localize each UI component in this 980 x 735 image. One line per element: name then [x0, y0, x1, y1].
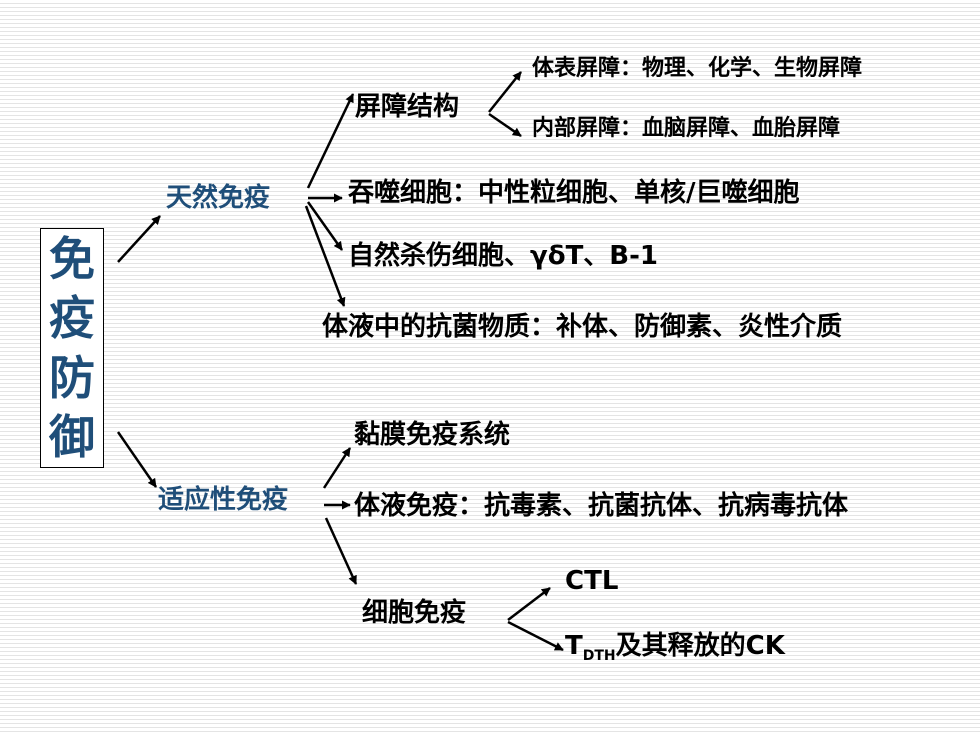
root-char-1: 免: [49, 231, 95, 286]
adaptive-immunity-node: 适应性免疫: [158, 485, 289, 515]
innate-immunity-node: 天然免疫: [166, 183, 271, 213]
arrow-barrier-internal: [488, 112, 522, 138]
tdth-main: T: [565, 631, 583, 661]
arrow-root-innate: [117, 215, 161, 263]
surface-barrier-node: 体表屏障：物理、化学、生物屏障: [532, 56, 863, 81]
root-char-3: 防: [49, 350, 95, 405]
arrow-barrier-surface: [488, 71, 522, 113]
barrier-structure-node: 屏障结构: [355, 92, 460, 122]
arrow-root-adaptive: [116, 431, 158, 488]
tdth-rest: 及其释放的CK: [615, 631, 785, 661]
root-char-2: 疫: [49, 291, 95, 346]
humoral-substances-node: 体液中的抗菌物质：补体、防御素、炎性介质: [322, 312, 843, 342]
tdth-subscript: DTH: [582, 648, 616, 664]
nk-cells-node: 自然杀伤细胞、γδT、B-1: [348, 241, 659, 271]
ctl-node: CTL: [565, 566, 619, 596]
arrow-cellular-tdth: [507, 620, 564, 652]
cellular-immunity-node: 细胞免疫: [362, 598, 467, 628]
internal-barrier-node: 内部屏障：血脑屏障、血胎屏障: [532, 116, 841, 141]
tdth-node: TDTH及其释放的CK: [565, 633, 785, 663]
humoral-immunity-node: 体液免疫：抗毒素、抗菌抗体、抗病毒抗体: [354, 491, 849, 521]
mucosal-immune-system-node: 黏膜免疫系统: [354, 420, 511, 450]
arrow-adaptive-mucosal: [322, 447, 352, 489]
arrow-cellular-ctl: [507, 587, 551, 621]
root-char-4: 御: [49, 410, 95, 465]
arrow-innate-humoral: [304, 205, 346, 307]
phagocytes-node: 吞噬细胞：中性粒细胞、单核/巨噬细胞: [348, 178, 800, 208]
root-node-immune-defense: 免 疫 防 御: [40, 228, 104, 468]
arrow-innate-barrier: [306, 93, 355, 189]
arrow-innate-nk: [306, 201, 344, 251]
arrow-adaptive-cellular: [324, 517, 358, 585]
